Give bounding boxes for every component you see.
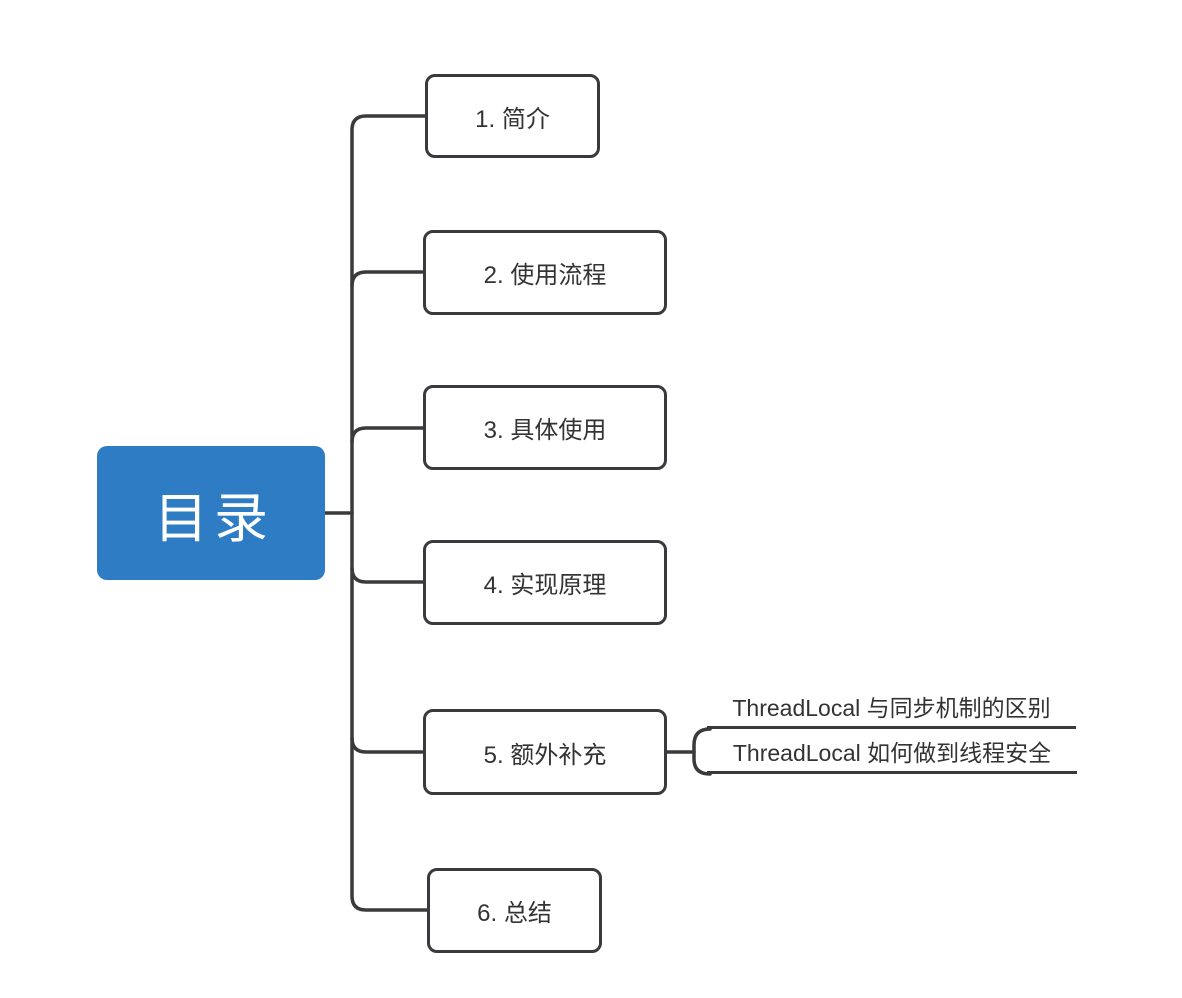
branch-line-topic-5: [350, 736, 425, 754]
topic-node-5[interactable]: 5. 额外补充: [423, 709, 667, 795]
branch-line-topic-4: [350, 566, 425, 584]
topic-node-6[interactable]: 6. 总结: [427, 868, 602, 953]
subtopic-node-1[interactable]: ThreadLocal 与同步机制的区别: [707, 691, 1076, 729]
trunk-line: [350, 114, 429, 912]
branch-line-topic-3: [350, 426, 425, 444]
root-topic[interactable]: 目录: [97, 446, 325, 580]
branch-line-topic-2: [350, 270, 425, 288]
topic-node-1[interactable]: 1. 简介: [425, 74, 600, 158]
subtopic-node-2[interactable]: ThreadLocal 如何做到线程安全: [707, 736, 1077, 774]
subtopic-fork-bracket: [692, 727, 712, 776]
topic-node-3[interactable]: 3. 具体使用: [423, 385, 667, 470]
topic-node-4[interactable]: 4. 实现原理: [423, 540, 667, 625]
topic-node-2[interactable]: 2. 使用流程: [423, 230, 667, 315]
